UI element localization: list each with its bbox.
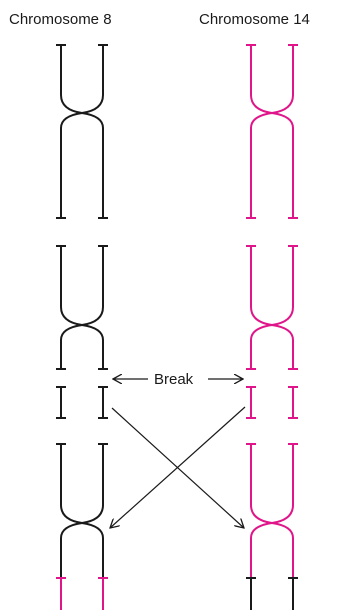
chromosome-8-label: Chromosome 8 [9, 11, 112, 28]
chromosome-14-translocated [246, 443, 298, 610]
arrow-14-to-8 [110, 406, 246, 528]
chromosome-8-break [56, 245, 108, 419]
chromosome-8-normal [56, 44, 108, 219]
chromosome-14-label: Chromosome 14 [199, 11, 310, 28]
chromosome-14-break [246, 245, 298, 419]
chromosome-14-normal [246, 44, 298, 219]
arrow-8-to-14 [111, 407, 244, 528]
break-label: Break [152, 371, 196, 388]
translocation-arrows [110, 406, 246, 528]
chromosome-8-translocated [56, 443, 108, 610]
